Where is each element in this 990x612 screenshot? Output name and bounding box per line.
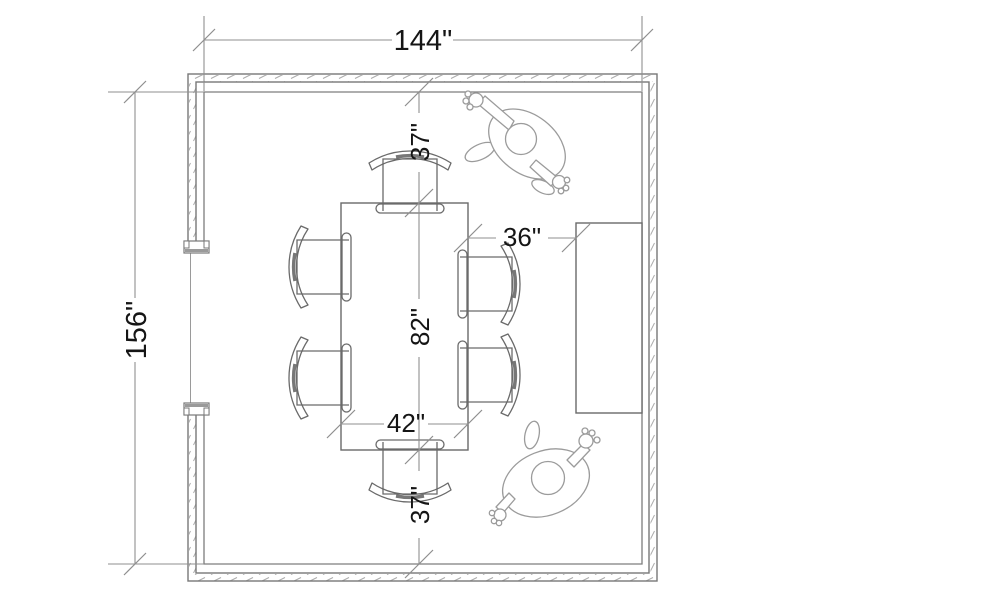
arm-left [495, 492, 516, 514]
dimension-table-to-cabinet: 36" [453, 222, 591, 253]
arm-lower-right [529, 159, 559, 187]
wall-hatch-bottom [190, 574, 656, 581]
table-width-label: 42" [387, 408, 425, 438]
opening-jamb-bottom [183, 402, 210, 416]
wall-hatch-top [189, 75, 656, 82]
sideboard-cabinet [575, 222, 643, 414]
bottom-clearance-label: 37" [405, 486, 435, 524]
dining-table [340, 202, 469, 451]
chair-left-1 [287, 224, 353, 310]
arm-upper-left [477, 95, 515, 131]
person-figure-top [462, 90, 571, 196]
dimension-room-height: 156" [108, 80, 204, 576]
opening-gap [185, 253, 198, 403]
room-height-label: 156" [121, 301, 153, 360]
top-clearance-label: 37" [405, 123, 435, 161]
table-to-cabinet-label: 36" [503, 222, 541, 252]
chair-left-2 [287, 335, 353, 421]
person-figure-bottom [488, 420, 601, 527]
shoe [523, 420, 541, 450]
chair-right-1 [456, 241, 522, 327]
room-width-label: 144" [394, 25, 453, 57]
table-length-label: 82" [405, 308, 435, 346]
head [530, 460, 566, 496]
dimension-room-width: 144" [192, 16, 654, 91]
dimension-vertical-interior: 37" 82" 37" [404, 77, 435, 579]
opening-jamb-top [183, 240, 210, 254]
wall-hatch-right [650, 83, 657, 573]
left-wall-opening [183, 240, 210, 416]
head [504, 122, 538, 156]
dimension-table-width: 42" [326, 408, 483, 439]
arm-raised [566, 443, 591, 468]
chair-right-2 [456, 332, 522, 418]
